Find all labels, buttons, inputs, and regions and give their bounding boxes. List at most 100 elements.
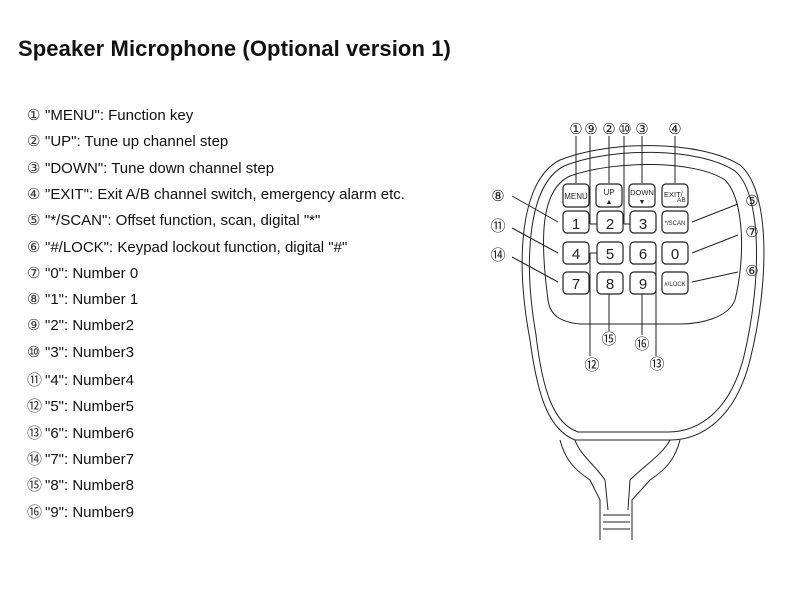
callout-8: ⑧ [491, 189, 504, 205]
callout-10: ⑩ [618, 122, 631, 138]
callout-13: ⑬ [649, 356, 664, 373]
callout-11: ⑪ [490, 218, 505, 235]
list-item: ⑧"1": Number 1 [27, 290, 138, 308]
item-number: ⑩ [27, 343, 41, 361]
key-3: 3 [629, 210, 657, 234]
item-number: ④ [27, 185, 41, 203]
callout-2: ② [602, 122, 615, 138]
item-number: ⑮ [27, 477, 43, 495]
list-item: ⑪"4": Number4 [27, 369, 134, 390]
callout-14: ⑭ [490, 247, 505, 264]
keypad: MENU UP▲ DOWN▼ EXIT/AB 1 2 3 */SCAN 4 5 … [562, 183, 689, 295]
key-6: 6 [629, 241, 657, 265]
key-up: UP ▲ [595, 183, 623, 208]
svg-text:1: 1 [572, 216, 580, 233]
item-number: ⑯ [27, 503, 43, 521]
callout-3: ③ [635, 122, 648, 138]
svg-text:9: 9 [639, 276, 647, 293]
svg-text:#/LOCK: #/LOCK [664, 282, 685, 288]
item-number: ⑧ [27, 291, 41, 309]
svg-text:6: 6 [639, 246, 647, 263]
svg-text:EXIT/: EXIT/ [664, 190, 684, 199]
svg-text:UP: UP [603, 188, 614, 197]
item-number: ① [27, 107, 41, 124]
key-down: DOWN ▼ [628, 183, 656, 208]
svg-text:MENU: MENU [564, 192, 588, 201]
list-item: ③"DOWN": Tune down channel step [27, 159, 274, 177]
key-menu: MENU [562, 183, 590, 208]
item-text: "6": Number6 [45, 424, 135, 442]
item-number: ⑤ [27, 212, 41, 230]
list-item: ②"UP": Tune up channel step [27, 132, 228, 150]
callout-4: ④ [668, 122, 681, 138]
key-4: 4 [562, 241, 590, 265]
svg-text:0: 0 [671, 246, 679, 263]
item-text: "MENU": Function key [45, 107, 194, 124]
list-item: ⑫"5": Number5 [27, 395, 134, 416]
item-text: "EXIT": Exit A/B channel switch, emergen… [45, 185, 405, 203]
svg-text:*/SCAN: */SCAN [665, 221, 686, 227]
item-text: "3": Number3 [45, 343, 135, 361]
svg-text:2: 2 [606, 216, 614, 233]
svg-text:▲: ▲ [606, 199, 613, 206]
leader-lines [511, 136, 739, 356]
item-number: ⑫ [27, 398, 43, 416]
list-item: ⑨"2": Number2 [27, 316, 134, 334]
item-number: ③ [27, 159, 41, 177]
item-number: ② [27, 133, 41, 151]
svg-text:7: 7 [572, 276, 580, 293]
item-text: "0": Number 0 [45, 264, 139, 282]
list-item: ①"MENU": Function key [27, 106, 193, 124]
item-text: "DOWN": Tune down channel step [45, 159, 275, 177]
svg-text:5: 5 [606, 246, 614, 263]
svg-text:8: 8 [606, 276, 614, 293]
callout-5: ⑤ [745, 194, 758, 210]
svg-text:DOWN: DOWN [630, 188, 654, 197]
item-text: "4": Number4 [45, 372, 135, 389]
item-text: "UP": Tune up channel step [45, 133, 229, 151]
key-1: 1 [562, 210, 590, 234]
callout-1: ① [569, 122, 582, 138]
key-5: 5 [596, 241, 624, 265]
callout-6: ⑥ [745, 264, 758, 280]
item-number: ⑪ [27, 372, 43, 389]
list-item: ⑩"3": Number3 [27, 343, 134, 361]
microphone-body [521, 145, 765, 540]
key-9: 9 [629, 271, 657, 295]
key-8: 8 [596, 271, 624, 295]
item-number: ⑦ [27, 264, 41, 282]
callout-15: ⑮ [601, 331, 616, 348]
item-text: "5": Number5 [45, 398, 135, 416]
list-item: ⑥"#/LOCK": Keypad lockout function, digi… [27, 238, 347, 256]
callouts: ① ⑨ ② ⑩ ③ ④ ⑧ ⑪ ⑭ ⑤ ⑦ ⑥ ⑮ ⑯ ⑫ ⑬ [490, 122, 758, 374]
list-item: ⑯"9": Number9 [27, 501, 134, 522]
callout-12: ⑫ [584, 357, 599, 374]
list-item: ⑦"0": Number 0 [27, 264, 138, 282]
key-7: 7 [562, 271, 590, 295]
list-item: ⑬"6": Number6 [27, 422, 134, 443]
callout-7: ⑦ [745, 225, 758, 241]
key-scan: */SCAN [661, 210, 689, 234]
item-text: "9": Number9 [45, 503, 135, 521]
item-text: "*/SCAN": Offset function, scan, digital… [45, 212, 321, 230]
list-item: ⑭"7": Number7 [27, 448, 134, 469]
list-item: ⑮"8": Number8 [27, 474, 134, 495]
key-0: 0 [661, 241, 689, 265]
list-item: ⑤"*/SCAN": Offset function, scan, digita… [27, 211, 320, 229]
item-number: ⑭ [27, 450, 43, 468]
item-text: "#/LOCK": Keypad lockout function, digit… [45, 238, 348, 256]
key-2: 2 [596, 210, 624, 234]
item-text: "1": Number 1 [45, 291, 139, 309]
item-number: ⑬ [27, 424, 43, 442]
item-number: ⑨ [27, 317, 41, 335]
item-text: "2": Number2 [45, 317, 135, 335]
item-text: "8": Number8 [45, 477, 135, 495]
page-title: Speaker Microphone (Optional version 1) [18, 36, 451, 61]
item-text: "7": Number7 [45, 450, 135, 468]
key-exit: EXIT/AB [661, 183, 689, 208]
svg-text:▼: ▼ [639, 199, 646, 206]
svg-text:4: 4 [572, 246, 580, 263]
list-item: ④"EXIT": Exit A/B channel switch, emerge… [27, 185, 405, 203]
